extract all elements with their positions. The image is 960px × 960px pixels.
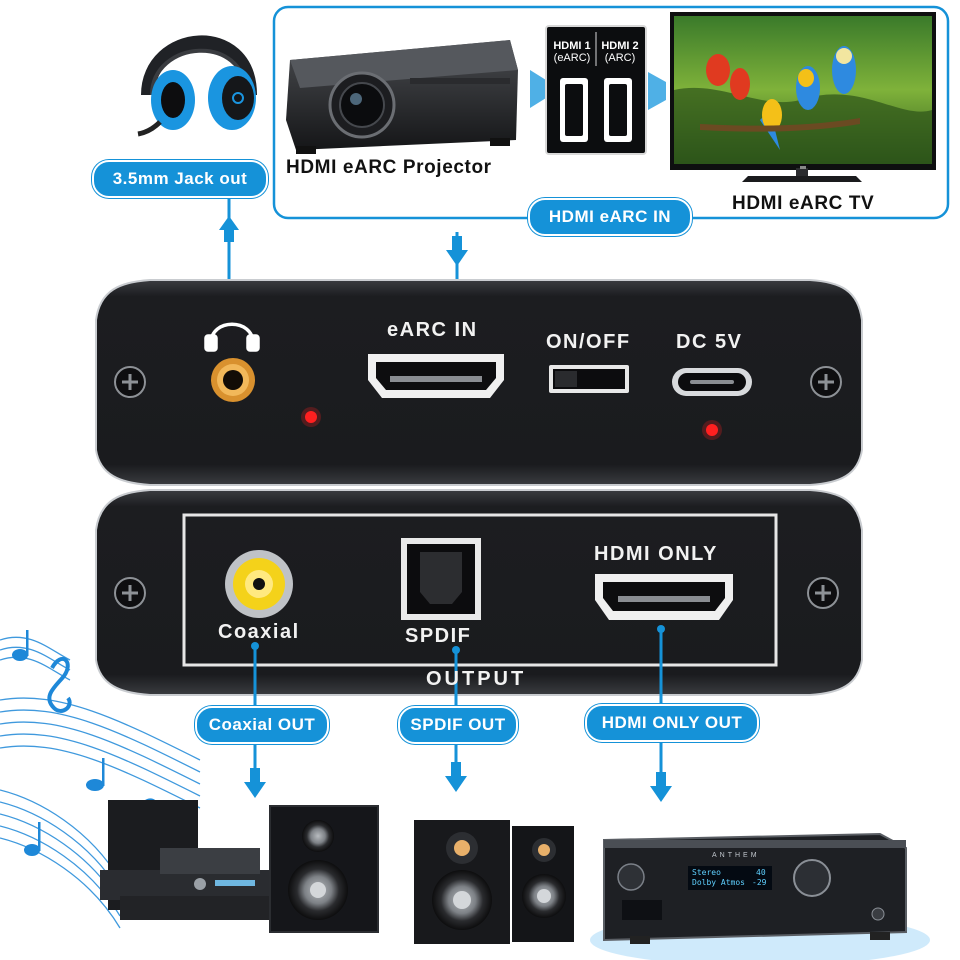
spdif-port-label: SPDIF [405,625,472,647]
av-receiver-image [590,832,930,960]
earc-in-pill: HDMI eARC IN [528,198,692,236]
coaxial-port-label: Coaxial [218,621,300,643]
screw-icon [114,366,146,398]
hdmi2-port-sub: (ARC) [604,52,636,64]
headphones-icon [204,322,260,352]
tv-caption: HDMI eARC TV [732,193,875,214]
hdmi1-port-sub: (eARC) [553,52,591,64]
hdmi2-port-title: HDMI 2 [601,40,639,52]
receiver-display-line1-value: 40 [756,868,766,877]
projector-caption: HDMI eARC Projector [286,157,492,178]
projector-image [286,40,518,154]
screw-icon [810,366,842,398]
gaming-headset [137,35,257,137]
dc-power-label: DC 5V [676,331,743,353]
music-notes-icon [0,636,201,929]
jack-out-pill: 3.5mm Jack out [92,160,268,198]
receiver-display-line1: Stereo [692,868,721,877]
hdmi-ports-card [530,25,666,155]
spdif-out-pill: SPDIF OUT [398,706,518,744]
receiver-display-line2-value: -29 [752,878,767,887]
earc-in-port-label: eARC IN [387,319,478,341]
speakers-image [414,820,574,944]
coaxial-out-pill: Coaxial OUT [195,706,329,744]
device-rear-panel [95,489,863,696]
output-section-label: OUTPUT [426,668,527,690]
screw-icon [807,577,839,609]
power-switch-label: ON/OFF [546,331,631,353]
hifi-system-image [100,800,379,933]
device-front-panel [95,279,863,486]
hdmi1-port-title: HDMI 1 [553,40,591,52]
screw-icon [114,577,146,609]
hdmi-only-port-label: HDMI ONLY [594,543,718,565]
tv-image [670,12,936,182]
receiver-display-line2: Dolby Atmos [692,878,745,887]
hdmi-only-out-pill: HDMI ONLY OUT [585,704,759,742]
receiver-brand: ANTHEM [712,852,760,859]
